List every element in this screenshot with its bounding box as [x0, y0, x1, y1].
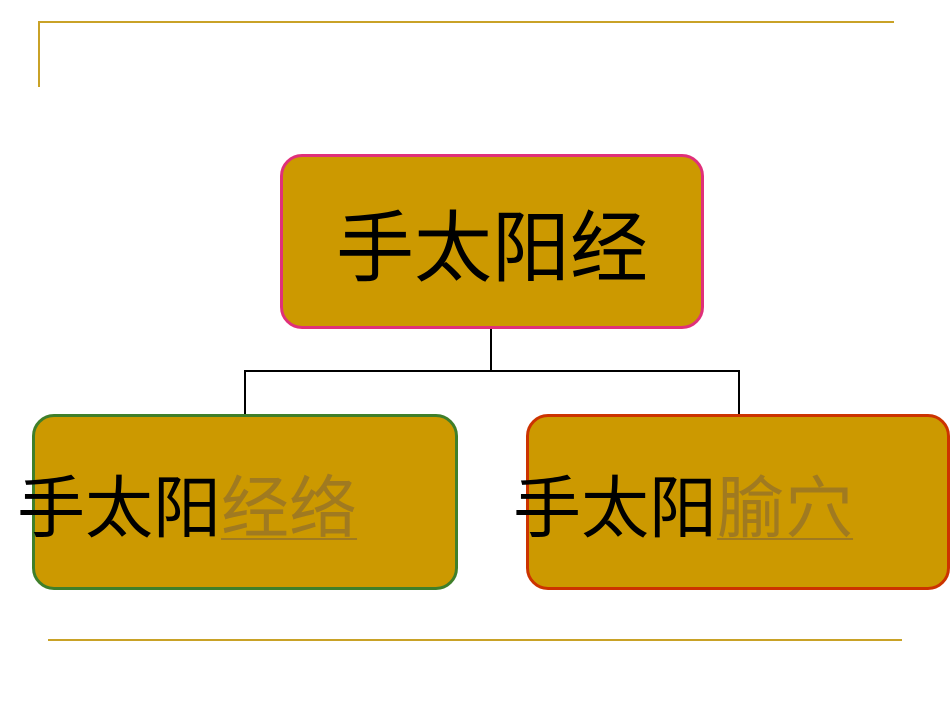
left-connector	[244, 370, 246, 414]
child-node-acupoints-prefix: 手太阳	[513, 469, 718, 549]
root-connector	[490, 329, 492, 371]
root-node: 手太阳经	[280, 154, 704, 329]
top-decor-line	[38, 21, 894, 23]
child-node-acupoints-text: 手太阳腧穴	[513, 453, 853, 552]
root-node-label: 手太阳经	[335, 203, 648, 294]
right-connector	[738, 370, 740, 414]
child-node-meridians-text: 手太阳经络	[17, 453, 357, 552]
left-decor-line	[38, 21, 40, 87]
bottom-decor-line	[48, 639, 902, 641]
acupoints-link[interactable]: 腧穴	[717, 469, 854, 549]
child-node-meridians-prefix: 手太阳	[17, 469, 222, 549]
child-node-acupoints: 手太阳腧穴	[513, 414, 950, 590]
meridians-link[interactable]: 经络	[221, 469, 358, 549]
child-node-meridians: 手太阳经络	[17, 414, 458, 590]
branch-connector	[244, 370, 740, 372]
